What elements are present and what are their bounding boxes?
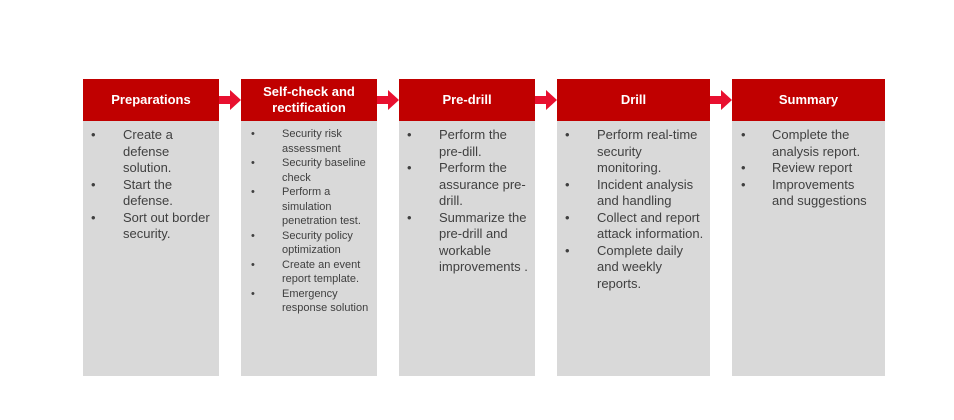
stage-item: Sort out border security. (91, 210, 213, 243)
arrow-right-icon (377, 90, 399, 110)
stage-body: Create a defense solution. Start the def… (83, 121, 219, 376)
stage-item: Security risk assessment (251, 127, 371, 156)
stage-title: Preparations (83, 79, 219, 121)
stage-item: Emergency response solution (251, 287, 371, 316)
stage-items: Security risk assessment Security baseli… (251, 127, 371, 316)
stage-item: Review report (741, 160, 879, 177)
stage-title: Pre-drill (399, 79, 535, 121)
stage-item: Summarize the pre-drill and workable imp… (407, 210, 529, 276)
stage-item: Security baseline check (251, 156, 371, 185)
arrow-right-icon (535, 90, 557, 110)
stage-item: Improvements and suggestions (741, 177, 879, 210)
stage-item: Perform the assurance pre-drill. (407, 160, 529, 210)
stage-item: Start the defense. (91, 177, 213, 210)
stage-title: Drill (557, 79, 710, 121)
stage-body: Security risk assessment Security baseli… (241, 121, 377, 376)
arrow-right-icon (710, 90, 732, 110)
stage-title: Summary (732, 79, 885, 121)
stage-item: Security policy optimization (251, 229, 371, 258)
stage-item: Perform a simulation penetration test. (251, 185, 371, 229)
stage-title: Self-check and rectification (241, 79, 377, 121)
stage-item: Collect and report attack information. (565, 210, 704, 243)
stage-body: Perform real-time security monitoring. I… (557, 121, 710, 376)
stage-items: Complete the analysis report. Review rep… (741, 127, 879, 210)
stage-item: Create a defense solution. (91, 127, 213, 177)
stage-items: Create a defense solution. Start the def… (91, 127, 213, 243)
stage-item: Incident analysis and handling (565, 177, 704, 210)
stage-items: Perform real-time security monitoring. I… (565, 127, 704, 293)
stage-body: Perform the pre-dill. Perform the assura… (399, 121, 535, 376)
stage-item: Create an event report template. (251, 258, 371, 287)
stage-item: Complete the analysis report. (741, 127, 879, 160)
stage-items: Perform the pre-dill. Perform the assura… (407, 127, 529, 276)
stage-item: Perform real-time security monitoring. (565, 127, 704, 177)
process-flow-diagram: Preparations Create a defense solution. … (83, 79, 885, 376)
arrow-right-icon (219, 90, 241, 110)
stage-item: Complete daily and weekly reports. (565, 243, 704, 293)
stage-item: Perform the pre-dill. (407, 127, 529, 160)
stage-body: Complete the analysis report. Review rep… (732, 121, 885, 376)
